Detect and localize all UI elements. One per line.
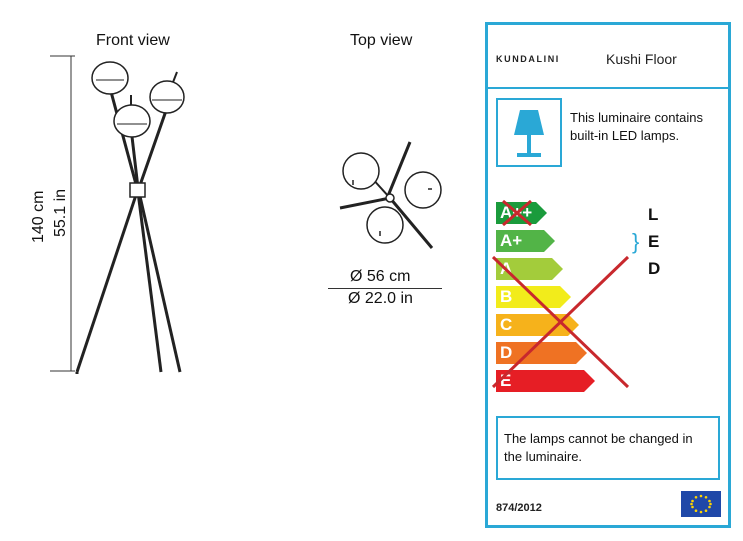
diameter-in-label: Ø 22.0 in <box>348 290 413 307</box>
top-view-drawing <box>339 141 442 249</box>
model-name: Kushi Floor <box>606 51 677 67</box>
strike-through-cross <box>491 199 630 389</box>
led-letter-d: D <box>648 259 661 278</box>
energy-class-bar: A+ <box>496 230 555 252</box>
led-bracket-icon: } <box>632 229 640 254</box>
brand-name: KUNDALINI <box>496 54 560 64</box>
front-view-title: Front view <box>96 32 170 49</box>
lamps-not-changeable-box: The lamps cannot be changed in the lumin… <box>496 416 720 480</box>
diameter-divider <box>328 288 442 289</box>
energy-class-label: E <box>500 371 512 390</box>
energy-class-bar: D <box>496 342 587 364</box>
top-view-title: Top view <box>350 32 413 49</box>
regulation-number: 874/2012 <box>496 502 542 514</box>
lamps-not-changeable-text: The lamps cannot be changed in the lumin… <box>504 431 693 464</box>
lamp-icon <box>496 98 562 167</box>
energy-label: KUNDALINI Kushi Floor This luminaire con… <box>485 22 731 528</box>
energy-class-label: A+ <box>500 231 523 250</box>
energy-class-label: B <box>500 287 513 306</box>
energy-class-label: D <box>500 343 513 362</box>
front-view-drawing <box>50 55 185 374</box>
led-letter-l: L <box>648 205 659 224</box>
energy-class-label: C <box>500 315 513 334</box>
led-letter-e: E <box>648 232 660 251</box>
diameter-cm-label: Ø 56 cm <box>350 268 411 285</box>
energy-class-bar: E <box>496 370 595 392</box>
eu-flag-icon <box>681 491 721 517</box>
energy-label-header: KUNDALINI Kushi Floor <box>488 25 728 89</box>
builtin-led-text: This luminaire contains built-in LED lam… <box>570 110 703 143</box>
